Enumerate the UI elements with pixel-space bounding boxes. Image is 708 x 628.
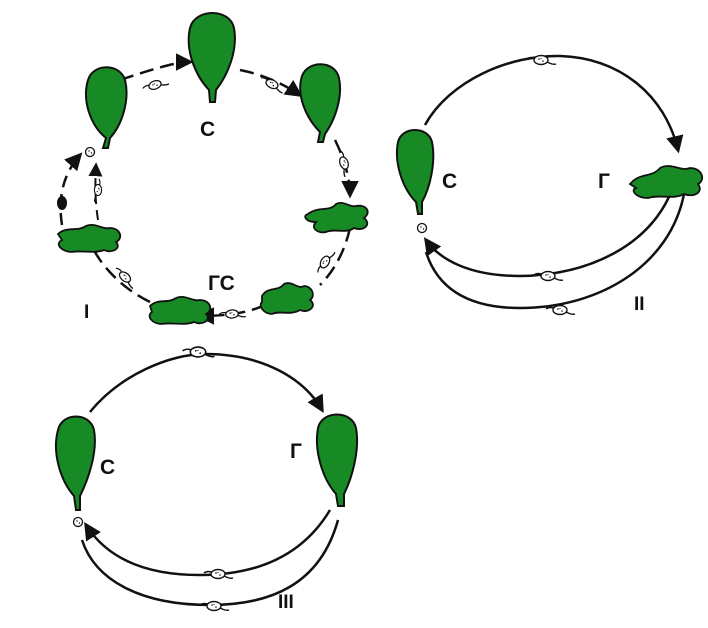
sporophyte-c1-left [85, 66, 128, 149]
sporophyte-c1-right [299, 63, 341, 143]
gametophyte-c2 [628, 165, 704, 199]
numeral-c1: I [84, 302, 89, 323]
zoospore-c1-3 [335, 149, 354, 178]
arrow-c1-f [93, 251, 151, 304]
sporophyte-c1-top [187, 12, 236, 103]
arrow-c1-g [59, 152, 83, 226]
cycle-three: С Г III [54, 346, 359, 613]
cycle-two: С Г II [396, 54, 704, 316]
gametophyte-c1-right [304, 202, 369, 234]
label-c3-right: Г [290, 440, 302, 463]
label-c2-right: Г [598, 170, 610, 193]
numeral-c3: III [278, 592, 294, 613]
arrow-c3-inner [84, 509, 332, 577]
arrow-c1-b [239, 68, 303, 97]
sporophyte-c3-right [316, 413, 359, 507]
sporophyte-c2 [396, 129, 435, 215]
arrow-c1-h [88, 162, 103, 221]
arrow-c3-outer [80, 519, 340, 607]
gametophyte-c1-bottom [148, 296, 212, 325]
zoospore-c1-1 [141, 75, 170, 94]
zygote-c3 [72, 516, 84, 528]
zygote-c1 [84, 146, 96, 158]
label-c1-bottom: ГС [208, 272, 235, 295]
cycle-one: С ГС I [56, 12, 369, 325]
arrow-c3-top [89, 352, 324, 414]
label-c2-left: С [442, 170, 457, 193]
label-c3-left: С [100, 456, 115, 479]
zygote-c2 [416, 222, 428, 234]
arrow-c2-top [423, 54, 684, 154]
numeral-c2: II [634, 294, 645, 315]
gamete-c1 [57, 196, 67, 210]
zoospore-c2-outer [545, 304, 576, 316]
sporophyte-c3-left [54, 415, 96, 511]
arrow-c1-a [119, 53, 194, 82]
gametophyte-c1-bottom-right [259, 282, 314, 315]
gametophyte-c1-left [56, 224, 122, 253]
arrow-c2-inner [423, 189, 674, 278]
label-c1-top: С [200, 118, 215, 141]
arrow-c2-outer [424, 193, 686, 310]
arrow-c1-d [319, 227, 352, 286]
